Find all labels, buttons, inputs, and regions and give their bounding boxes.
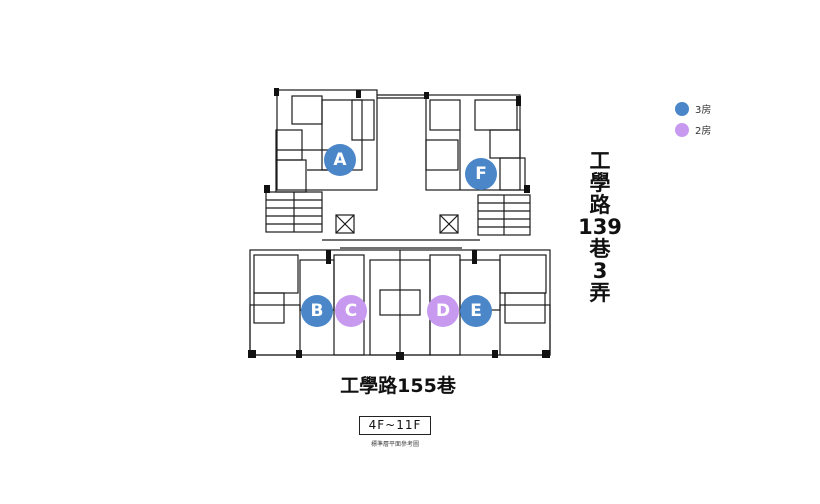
unit-e-marker[interactable]: E <box>460 295 492 327</box>
side-street-char: 學 <box>589 171 611 195</box>
legend-item-2br: 2房 <box>675 122 711 137</box>
side-street-char: 139 <box>578 215 622 239</box>
legend-item-3br: 3房 <box>675 101 711 116</box>
unit-f-marker[interactable]: F <box>465 158 497 190</box>
legend-label-2br: 2房 <box>695 126 712 137</box>
unit-c-label: C <box>344 301 358 321</box>
unit-e-label: E <box>470 301 482 321</box>
unit-c-marker[interactable]: C <box>335 295 367 327</box>
legend-label-3br: 3房 <box>695 105 712 116</box>
unit-b-marker[interactable]: B <box>301 295 333 327</box>
unit-f-label: F <box>475 164 487 184</box>
side-street-label: 工 學 路 139 巷 3 弄 <box>578 150 622 304</box>
side-street-char: 弄 <box>589 281 611 305</box>
unit-a-label: A <box>333 150 347 170</box>
unit-b-label: B <box>310 301 324 321</box>
floor-plan-caption: 標準層平面參考圖 <box>370 441 419 448</box>
side-street-char: 巷 <box>589 237 611 261</box>
unit-d-marker[interactable]: D <box>427 295 459 327</box>
floor-range-badge: 4F~11F <box>359 416 431 435</box>
bottom-street-label: 工學路155巷 <box>340 375 456 397</box>
side-street-char: 3 <box>592 259 608 283</box>
side-street-char: 工 <box>589 149 611 173</box>
unit-a-marker[interactable]: A <box>324 144 356 176</box>
side-street-char: 路 <box>589 193 611 217</box>
purple-dot-icon <box>675 122 689 137</box>
unit-d-label: D <box>435 301 451 321</box>
blue-dot-icon <box>675 101 689 116</box>
